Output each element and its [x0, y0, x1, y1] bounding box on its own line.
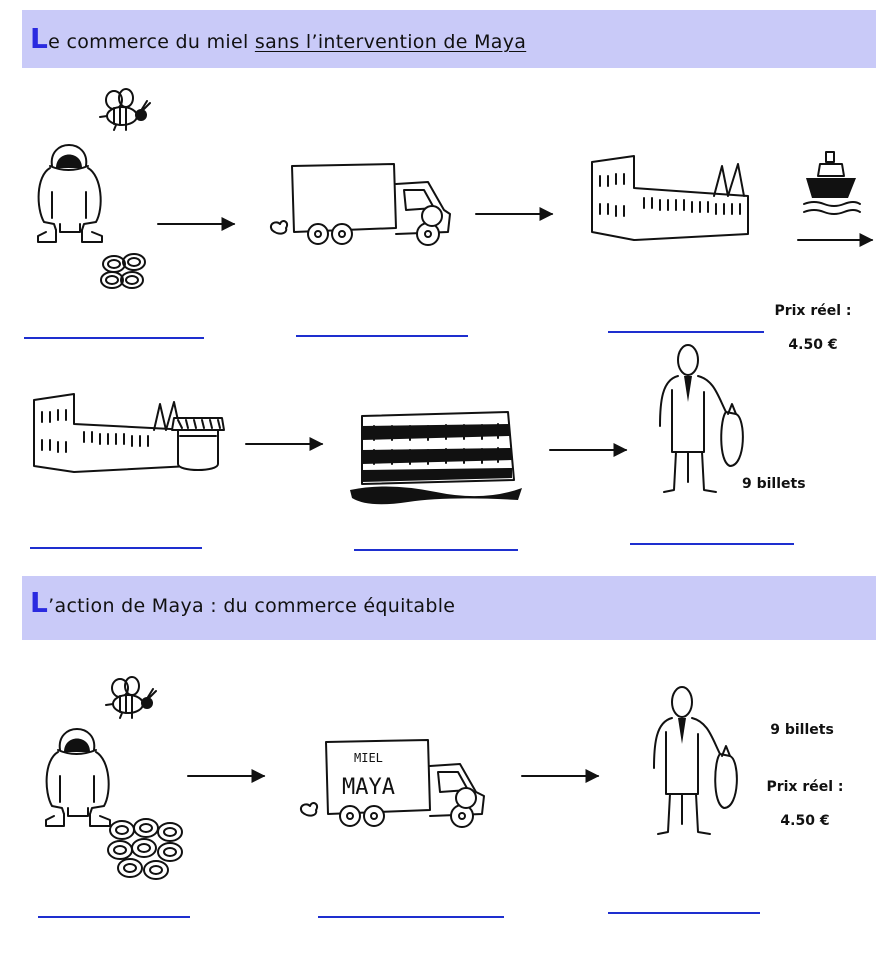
- answer-line[interactable]: [608, 912, 760, 914]
- price-label: Prix réel :: [766, 779, 844, 795]
- answer-line[interactable]: [296, 335, 468, 337]
- arrow-icon: [157, 217, 236, 231]
- factory-icon: [591, 155, 749, 241]
- price-block: Prix réel : 4.50 €: [760, 770, 850, 838]
- beekeeper-icon: [45, 728, 111, 827]
- arrow-icon: [475, 207, 554, 221]
- arrow-icon: [549, 443, 628, 457]
- answer-line[interactable]: [30, 547, 202, 549]
- warehouse-icon: [350, 411, 522, 505]
- factory-icon: [33, 393, 225, 473]
- arrow-icon: [521, 769, 600, 783]
- price-label: Prix réel :: [774, 303, 852, 319]
- answer-line[interactable]: [608, 331, 764, 333]
- bee-icon: [105, 676, 157, 719]
- honeycomb-icon: [107, 818, 183, 880]
- honeycomb-icon: [100, 253, 146, 289]
- arrow-icon: [245, 437, 324, 451]
- truck-sign-line2: MAYA: [342, 775, 395, 800]
- ship-icon: [803, 151, 861, 215]
- price-value: 4.50 €: [788, 337, 838, 353]
- customer-icon: [653, 686, 738, 835]
- answer-line[interactable]: [318, 916, 504, 918]
- section-header-without-maya: Le commerce du miel sans l’intervention …: [22, 10, 876, 68]
- price-block: Prix réel : 4.50 €: [768, 294, 858, 362]
- section-header-with-maya: L’action de Maya : du commerce équitable: [22, 576, 876, 640]
- answer-line[interactable]: [354, 549, 518, 551]
- arrow-icon: [187, 769, 266, 783]
- price-value: 4.50 €: [780, 813, 830, 829]
- answer-line[interactable]: [38, 916, 190, 918]
- bee-icon: [99, 88, 151, 131]
- answer-line[interactable]: [630, 543, 794, 545]
- arrow-icon: [797, 233, 874, 247]
- beekeeper-icon: [37, 144, 103, 243]
- section-title-with-maya: L’action de Maya : du commerce équitable: [30, 586, 456, 619]
- customer-icon: [659, 344, 744, 493]
- section-title-without-maya: Le commerce du miel sans l’intervention …: [30, 22, 527, 55]
- bills-label: 9 billets: [742, 476, 806, 492]
- maya-truck-icon: MIEL MAYA: [300, 739, 485, 828]
- truck-sign-line1: MIEL: [354, 751, 383, 765]
- section-title-underlined: sans l’intervention de Maya: [254, 31, 527, 53]
- truck-icon: [270, 163, 451, 246]
- answer-line[interactable]: [24, 337, 204, 339]
- bills-label: 9 billets: [770, 722, 834, 738]
